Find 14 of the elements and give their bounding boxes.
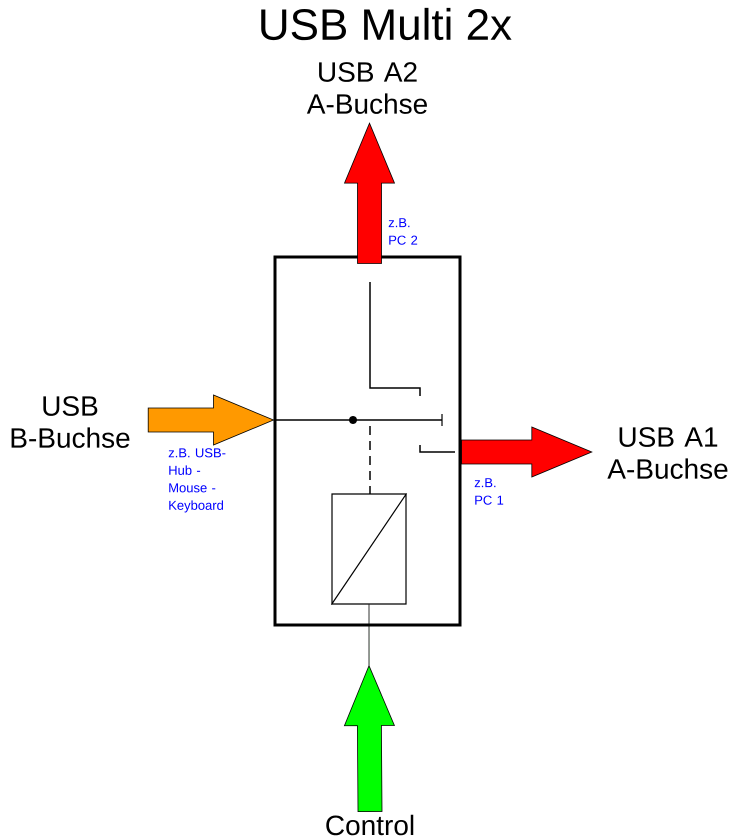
port-label: Control bbox=[326, 814, 414, 836]
edge-label: z.B. USB-Hub - Mouse - Keyboard bbox=[168, 448, 226, 512]
block-arrow bbox=[344, 604, 396, 812]
block-arrow bbox=[344, 122, 396, 264]
title: USB Multi 2x bbox=[261, 8, 512, 40]
relay-coil bbox=[330, 493, 408, 605]
port-label: USB A1 A-Buchse bbox=[607, 427, 728, 479]
block-arrow bbox=[461, 426, 593, 478]
switch-box bbox=[274, 256, 462, 626]
block-arrow bbox=[148, 394, 275, 446]
edge-label: z.B. PC 1 bbox=[474, 478, 504, 505]
port-label: USB A2 A-Buchse bbox=[306, 62, 427, 114]
port-label: USB B-Buchse bbox=[12, 396, 130, 448]
edge-label: z.B. PC 2 bbox=[388, 218, 418, 245]
